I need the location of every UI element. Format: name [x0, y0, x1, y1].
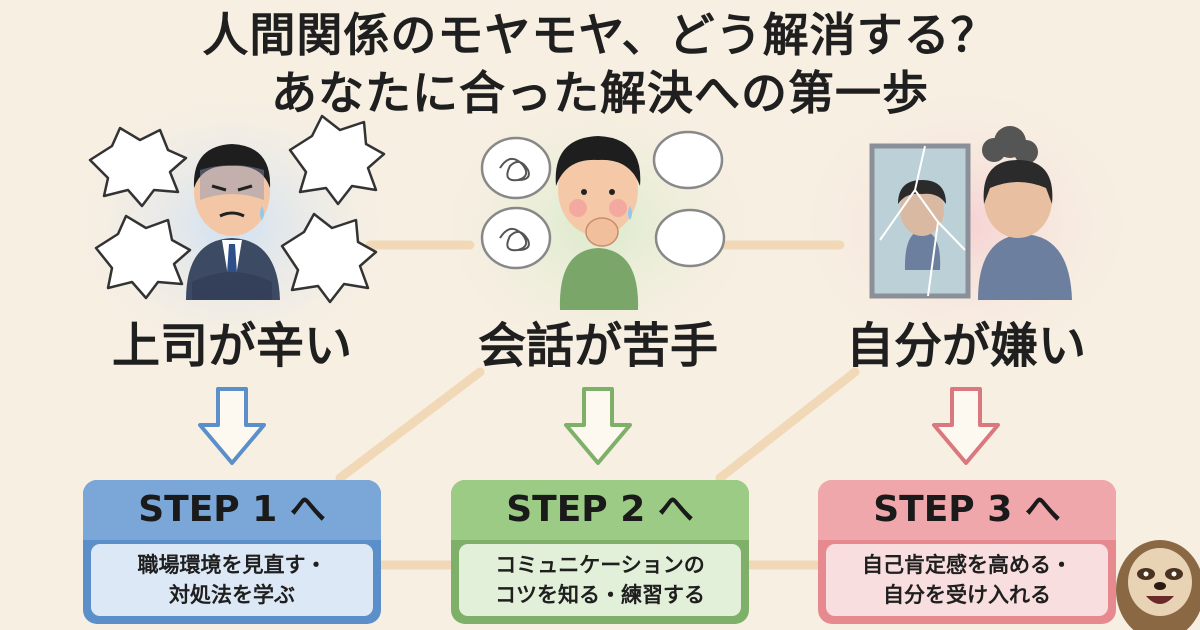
- step-3-card[interactable]: STEP 3 へ 自己肯定感を高める・ 自分を受け入れる: [818, 480, 1116, 624]
- sloth-mascot: [1116, 540, 1200, 630]
- speech-bubble: [652, 130, 724, 190]
- step-2-description: コミュニケーションの コツを知る・練習する: [459, 544, 741, 616]
- arrow-down-icon: [564, 387, 632, 465]
- arrow-down-icon: [198, 387, 266, 465]
- connector-line: [715, 367, 860, 483]
- connector-line: [335, 367, 485, 483]
- speech-bubble: [654, 208, 726, 268]
- shout-bubble: [94, 214, 192, 300]
- page-title: 人間関係のモヤモヤ、どう解消する？ あなたに合った解決への第一歩: [0, 6, 1200, 122]
- step-1-heading: STEP 1 へ: [83, 480, 381, 540]
- mirror-illustration: [869, 126, 1072, 300]
- boss-illustration: [88, 114, 386, 304]
- step-1-desc-line: 対処法を学ぶ: [169, 583, 295, 607]
- step-1-card[interactable]: STEP 1 へ 職場環境を見直す・ 対処法を学ぶ: [83, 480, 381, 624]
- step-3-desc-line: 自分を受け入れる: [883, 583, 1051, 607]
- step-1-description: 職場環境を見直す・ 対処法を学ぶ: [91, 544, 373, 616]
- man-illustration: [480, 130, 726, 310]
- speech-bubble: [480, 206, 552, 270]
- step-3-desc-line: 自己肯定感を高める・: [862, 553, 1072, 577]
- step-3-description: 自己肯定感を高める・ 自分を受け入れる: [826, 544, 1108, 616]
- shout-bubble: [88, 126, 188, 208]
- shout-bubble: [280, 212, 378, 304]
- step-2-desc-line: コミュニケーションの: [495, 553, 705, 577]
- step-2-heading: STEP 2 へ: [451, 480, 749, 540]
- shout-bubble: [288, 114, 386, 206]
- step-2-card[interactable]: STEP 2 へ コミュニケーションの コツを知る・練習する: [451, 480, 749, 624]
- label-boss: 上司が辛い: [111, 318, 352, 374]
- step-1-desc-line: 職場環境を見直す・: [137, 553, 327, 577]
- title-line-2: あなたに合った解決への第一歩: [271, 66, 929, 120]
- step-3-heading: STEP 3 へ: [818, 480, 1116, 540]
- arrow-down-icon: [932, 387, 1000, 465]
- label-conversation: 会話が苦手: [477, 318, 718, 374]
- step-2-desc-line: コツを知る・練習する: [495, 583, 705, 607]
- title-line-1: 人間関係のモヤモヤ、どう解消する？: [202, 8, 998, 62]
- speech-bubble: [480, 136, 552, 200]
- label-self: 自分が嫌い: [845, 318, 1086, 374]
